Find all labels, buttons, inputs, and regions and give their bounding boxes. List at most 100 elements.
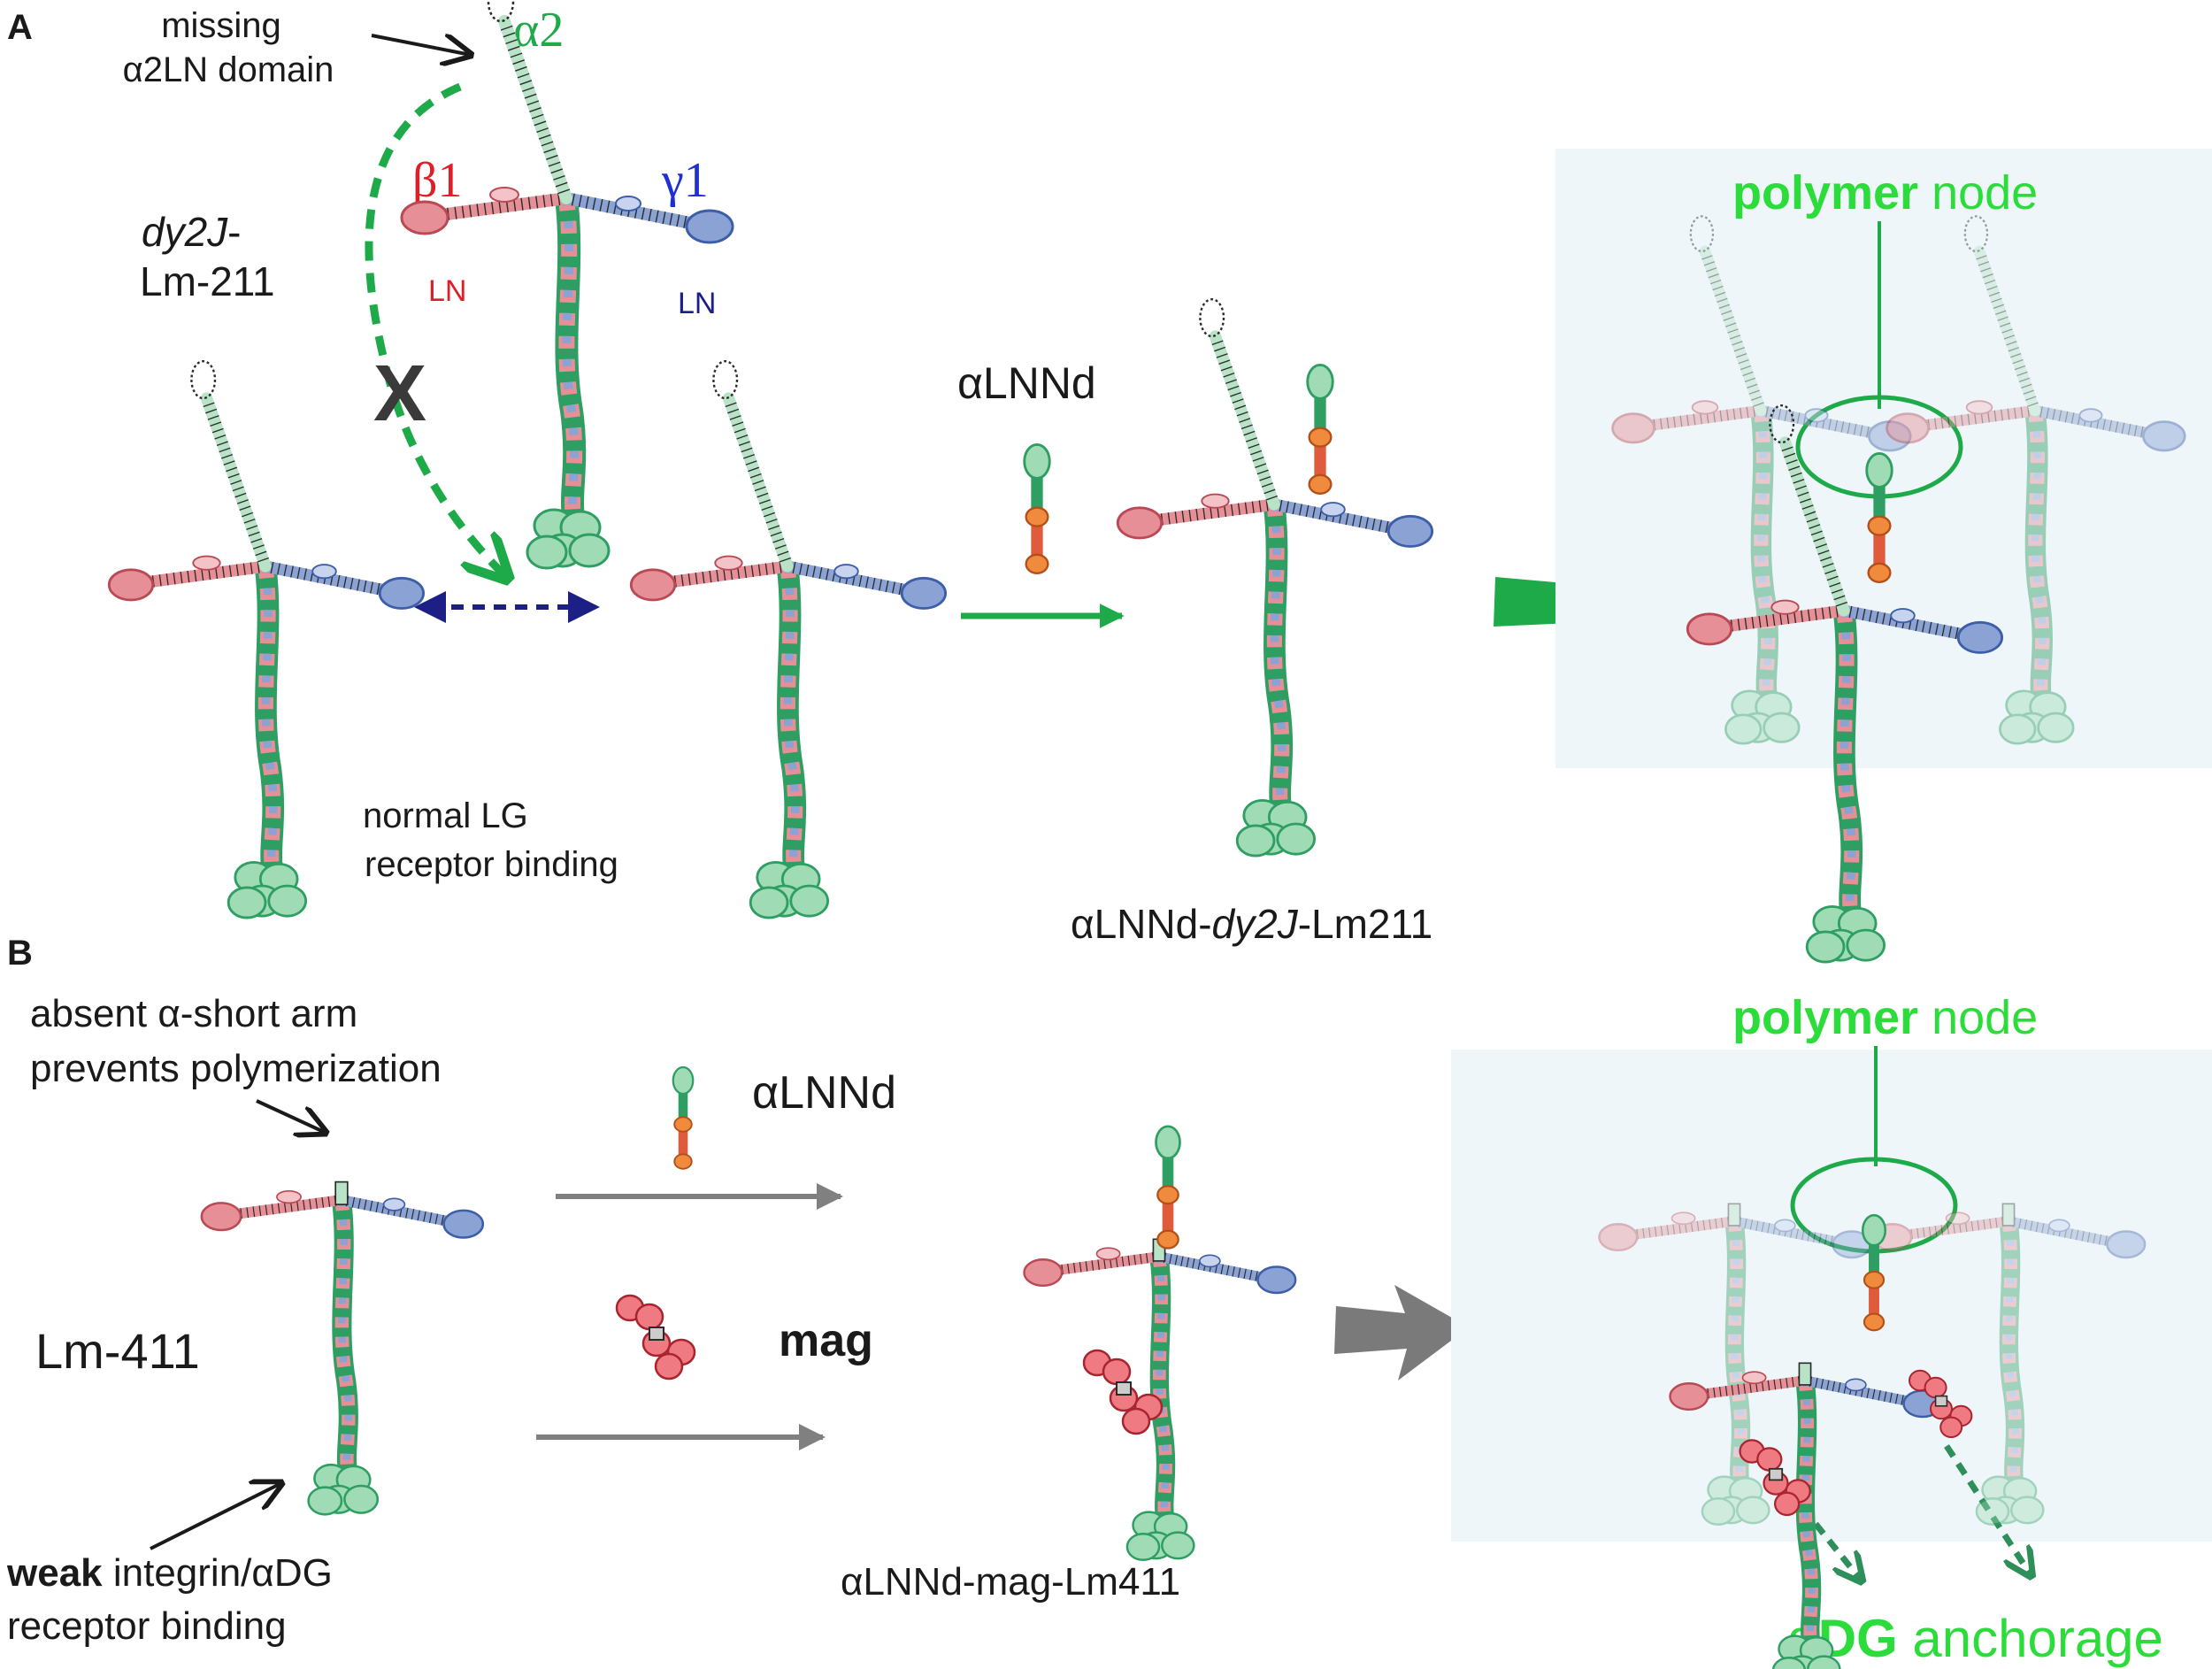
polymer-b-right (1872, 1203, 2147, 1526)
alnnd-mag-lm411-beta-arm-rung (1121, 1256, 1125, 1267)
dy2j-lm211-top-gamma-arm-rung (641, 207, 645, 220)
polymer-b-front-beta-arm-rung (1743, 1383, 1746, 1394)
polymer-b-left-beta-ln (1598, 1223, 1639, 1252)
dy2j-lm211-right-alpha-arm-rung (729, 415, 741, 420)
adg-anchorage-label: αDG anchorage (1787, 1609, 2163, 1668)
dy2j-lm211-top-gamma-arm-rung (662, 212, 666, 225)
alnnd-dy2j-lm211-gamma-arm-rung (1358, 515, 1363, 528)
alnnd-dy2j-lm211-gamma-arm-rung (1385, 520, 1389, 534)
dy2j-lm211-left-alpha-arm-rung (246, 525, 258, 530)
alnnd-dy2j-lm211-alpha-arm-rung (1239, 418, 1251, 423)
polymer-a-left-alpha-arm-rung (1732, 341, 1743, 346)
polymer-a-front-alpha-arm-rung (1810, 530, 1823, 536)
lm411-gamma-arm-rung (434, 1213, 439, 1225)
dy2j-lm211-left-gamma-arm-rung (349, 577, 354, 590)
polymer-a-front-gamma-arm-rung (1928, 621, 1932, 635)
alnnd-dy2j-lm211-gamma-ln (1386, 514, 1434, 548)
polymer-a-left-beta-le (1691, 400, 1719, 415)
alnnd-dy2j-lm211-alpha-arm-rung (1243, 430, 1256, 436)
alnnd-dy2j-lm211-alpha-arm-rung (1259, 475, 1271, 481)
dy2j-lm211-right-alpha-arm-rung (758, 499, 771, 504)
alnnd-mag-lm411-gamma-arm-rung (1255, 1271, 1258, 1281)
polymer-a-left-gamma-arm-rung (1790, 411, 1794, 423)
polymer-b-right-gamma-arm-rung (2053, 1225, 2056, 1236)
polymer-a-front-beta-arm-rung (1793, 611, 1797, 624)
polymer-a-right-beta-arm-rung (2027, 405, 2030, 418)
dy2j-lm211-right-alpha-arm-rung (752, 480, 764, 485)
dy2j-lm211-left-gamma-ln (378, 576, 426, 610)
polymer-a-right-beta-ln (1886, 412, 1930, 444)
dy2j-lm211-left-beta-le (192, 555, 221, 571)
polymer-b-left-gamma-arm-rung (1755, 1220, 1759, 1231)
adg-anchorage-arrow-1 (1813, 1521, 1860, 1579)
polymer-a-front-gamma-arm-rung (1848, 605, 1853, 619)
polymer-b-right-gamma-arm-rung (2047, 1224, 2051, 1234)
polymer-a-front-gamma-le (1890, 608, 1916, 624)
polymer-a-right-beta-arm-rung (2014, 407, 2016, 419)
polymer-a-left-coil-green (1750, 409, 1778, 699)
polymer-b-left-beta-arm-rung (1666, 1225, 1670, 1235)
polymer-a-front-alpha-arm-rung (1801, 504, 1814, 510)
dy2j-lm211-left-beta-arm-rung (173, 573, 176, 585)
polymer-a-front-alpha-arm-rung (1822, 563, 1834, 568)
polymer-b-right-gamma-arm-rung (2058, 1226, 2062, 1237)
polymer-b-left-gamma-arm-rung (1790, 1227, 1793, 1238)
polymer-a-right-gamma-arm-rung (2108, 419, 2113, 432)
mag-bound-polymer-2-linker (1934, 1395, 1948, 1407)
polymer-b-left-gamma-arm (1729, 1216, 1848, 1249)
polymer-a-left-alpha-arm-rung (1708, 273, 1719, 279)
polymer-b-front-beta-arm-rung (1761, 1381, 1764, 1392)
polymer-a-left-gamma-arm-rung (1847, 422, 1851, 435)
dy2j-lm211-left-beta-arm-rung (235, 564, 239, 576)
polymer-a-right-beta-arm-rung (1921, 419, 1924, 432)
alnnd-free-b-red-segment (678, 1126, 688, 1159)
polymer-a-right-coil-red (2027, 409, 2050, 699)
dy2j-lm211-left-alpha-arm-rung (234, 492, 247, 498)
polymer-b-front-beta-arm-rung (1786, 1377, 1788, 1388)
dy2j-lm211-right-alpha-arm-rung (761, 505, 773, 511)
dy2j-lm211-left-beta-arm-rung (215, 566, 219, 580)
alnnd-dy2j-lm211-alpha-arm-rung (1236, 411, 1248, 417)
polymer-b-front-gamma-arm-rung (1815, 1377, 1818, 1388)
dy2j-lm211-top-alpha-arm-rung (548, 161, 561, 167)
polymer-b-front-beta-arm-rung (1724, 1386, 1728, 1396)
polymer-b-front-alpha-stub (1798, 1362, 1812, 1386)
dy2j-lm211-right-beta-arm-rung (702, 571, 705, 584)
lm411-lg-domain (307, 1486, 343, 1516)
alnnd-label-b: αLNNd (752, 1067, 896, 1119)
polymer-a-front-alpha-arm-rung (1804, 511, 1816, 517)
polymer-a-front-alpha-arm-rung (1831, 588, 1843, 594)
alnnd-bound-polymer-a-ln-head (1865, 451, 1893, 488)
polymer-a-left-gamma-arm-rung (1802, 413, 1807, 426)
alnnd-mag-lm411-beta-arm-rung (1085, 1261, 1088, 1272)
polymer-panel-bg-b (1451, 1050, 2212, 1542)
polymer-b-right-gamma-arm (2003, 1216, 2123, 1249)
polymer-b-left-lg-domain (1714, 1496, 1748, 1525)
dy2j-lm211-top-gamma-arm-rung (606, 200, 611, 213)
polymer-a-left-gamma-arm-rung (1859, 425, 1863, 437)
dy2j-lm211-right-alpha-arm-rung (738, 441, 750, 446)
dy2j-lm211-top-alpha-arm-rung (524, 93, 537, 99)
dy2j-lm211-left-beta-arm-rung (201, 568, 204, 581)
alnnd-free-b (672, 1065, 695, 1170)
dy2j-lm211-right-gamma-arm-rung (872, 577, 876, 590)
dy2j-lm211-top (400, 0, 734, 570)
alnnd-dy2j-lm211-beta-arm-rung (1251, 501, 1255, 513)
polymer-a-left-alpha-arm-rung (1747, 383, 1758, 388)
polymer-a-left-beta-arm-rung (1726, 409, 1729, 421)
polymer-b-right-gamma-arm-rung (2081, 1231, 2085, 1242)
alnnd-dy2j-lm211-alpha-arm-rung (1261, 482, 1273, 488)
alnnd-dy2j-lm211-beta-arm-rung (1258, 500, 1262, 512)
dy2j-lm211-right-alpha-arm-rung (748, 466, 760, 473)
alnnd-dy2j-lm211-gamma-arm-rung (1352, 514, 1356, 527)
polymer-a-right-alpha-arm-rung (1978, 261, 1990, 266)
alnnd-dy2j-lm211-gamma-arm-rung (1286, 501, 1289, 513)
dy2j-lm211-top-beta-le (489, 187, 519, 203)
polymer-b-right-gamma-le (2048, 1219, 2070, 1233)
polymer-b-left-gamma-arm-rung (1818, 1233, 1822, 1244)
dy2j-lm211-top-alpha-arm-rung (534, 120, 547, 127)
polymer-b-left-beta-arm-rung (1702, 1219, 1706, 1231)
polymer-a-left-alpha-arm-rung (1744, 377, 1756, 383)
alnnd-dy2j-lm211-gamma-arm-rung (1279, 499, 1283, 512)
